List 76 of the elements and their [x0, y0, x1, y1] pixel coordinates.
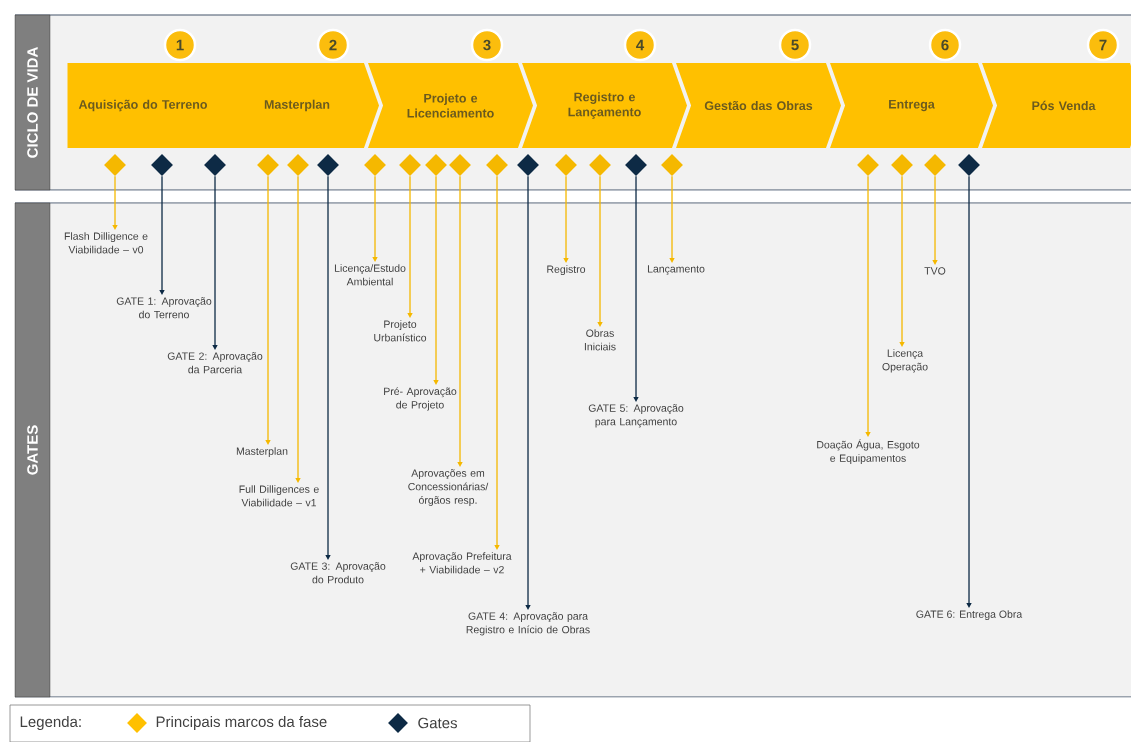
milestone-label: Obras Iniciais	[584, 329, 616, 351]
milestone-label: Masterplan	[236, 447, 288, 457]
phase-box: Pós Venda	[982, 63, 1131, 148]
arrow	[966, 175, 972, 608]
milestone-label: Flash Dilligence e Viabilidade – v0	[64, 232, 148, 254]
milestone-diamond	[857, 154, 879, 176]
milestone-diamond	[891, 154, 913, 176]
arrow	[932, 175, 938, 265]
arrow	[899, 175, 905, 347]
arrow	[112, 175, 118, 230]
node-label: Gestão das Obras	[704, 100, 813, 111]
milestone-diamond	[151, 154, 173, 176]
arrow	[457, 175, 463, 467]
arrow	[633, 175, 639, 402]
milestone-diamond	[449, 154, 471, 176]
milestone-label: Licença Operação	[882, 349, 928, 373]
milestone-label: GATE 3: Aprovação do Produto	[290, 562, 386, 584]
milestone-diamond	[257, 154, 279, 176]
milestone-label: GATE 1: Aprovação do Terreno	[116, 297, 212, 319]
side-label: GATES	[14, 202, 51, 698]
arrow	[372, 175, 378, 262]
side-label: CICLO DE VIDA	[14, 14, 51, 191]
milestone-diamond	[317, 154, 339, 176]
milestone-label: Registro	[547, 265, 586, 275]
milestone-diamond	[399, 154, 421, 176]
milestone-label: TVO	[924, 267, 946, 275]
node-label: Entrega	[889, 99, 935, 112]
arrow	[295, 175, 301, 483]
arrow	[525, 175, 531, 610]
milestone-label: GATE 2: Aprovação da Parceria	[167, 352, 263, 374]
milestone-label: Aprovação Prefeitura + Viabilidade – v2	[412, 552, 512, 574]
milestone-diamond	[555, 154, 577, 176]
node-label: Aquisição do Terreno	[78, 99, 208, 112]
milestone-label: GATE 6: Entrega Obra	[916, 610, 1023, 620]
milestone-diamond	[517, 154, 539, 176]
arrow	[325, 175, 331, 560]
legend-text: Principais marcos da fase	[156, 716, 327, 730]
milestone-label: Projeto Urbanístico	[374, 320, 427, 342]
arrow	[407, 175, 413, 318]
milestone-diamond	[425, 154, 447, 176]
milestone-diamond	[958, 154, 980, 176]
arrow	[159, 175, 165, 295]
phase-box: Masterplan	[215, 63, 379, 148]
legend-text: Gates	[418, 717, 457, 729]
arrow	[597, 175, 603, 327]
arrow	[212, 175, 218, 350]
arrow	[563, 175, 569, 263]
arrow	[865, 175, 871, 437]
milestone-label: GATE 4: Aprovação para Registro e Início de Obras	[466, 612, 590, 636]
milestone-diamond	[486, 154, 508, 176]
milestone-label: Full Dilligences e Viabilidade – v1	[239, 485, 319, 507]
milestone-diamond	[287, 154, 309, 176]
legend-title: Legenda:	[20, 716, 81, 730]
milestone-label: Doação Água, Esgoto e Equipamentos	[817, 439, 920, 464]
node-label: Masterplan	[264, 99, 330, 112]
arrow	[494, 175, 500, 550]
milestone-diamond	[661, 154, 683, 176]
arrow	[433, 175, 439, 385]
milestone-label: Aprovações em Concessionárias/ órgãos resp.	[408, 469, 489, 506]
arrow	[669, 175, 675, 263]
milestone-diamond	[104, 154, 126, 176]
milestone-diamond	[924, 154, 946, 176]
milestone-diamond	[589, 154, 611, 176]
milestone-label: GATE 5: Aprovação para Lançamento	[588, 404, 684, 428]
node-label: Pós Venda	[1032, 100, 1096, 111]
milestone-label: Pré- Aprovação de Projeto	[384, 387, 457, 411]
milestone-label: Licença/Estudo Ambiental	[334, 264, 406, 286]
milestone-label: Lançamento	[648, 265, 705, 275]
milestone-diamond	[364, 154, 386, 176]
node-label: Projeto e Licenciamento	[407, 93, 494, 118]
phase-box: Aquisição do Terreno	[67, 63, 234, 148]
milestone-diamond	[204, 154, 226, 176]
number-badge: 7	[1086, 28, 1120, 62]
node-label: Registro e Lançamento	[568, 92, 641, 119]
milestone-diamond	[625, 154, 647, 176]
arrow	[265, 175, 271, 445]
